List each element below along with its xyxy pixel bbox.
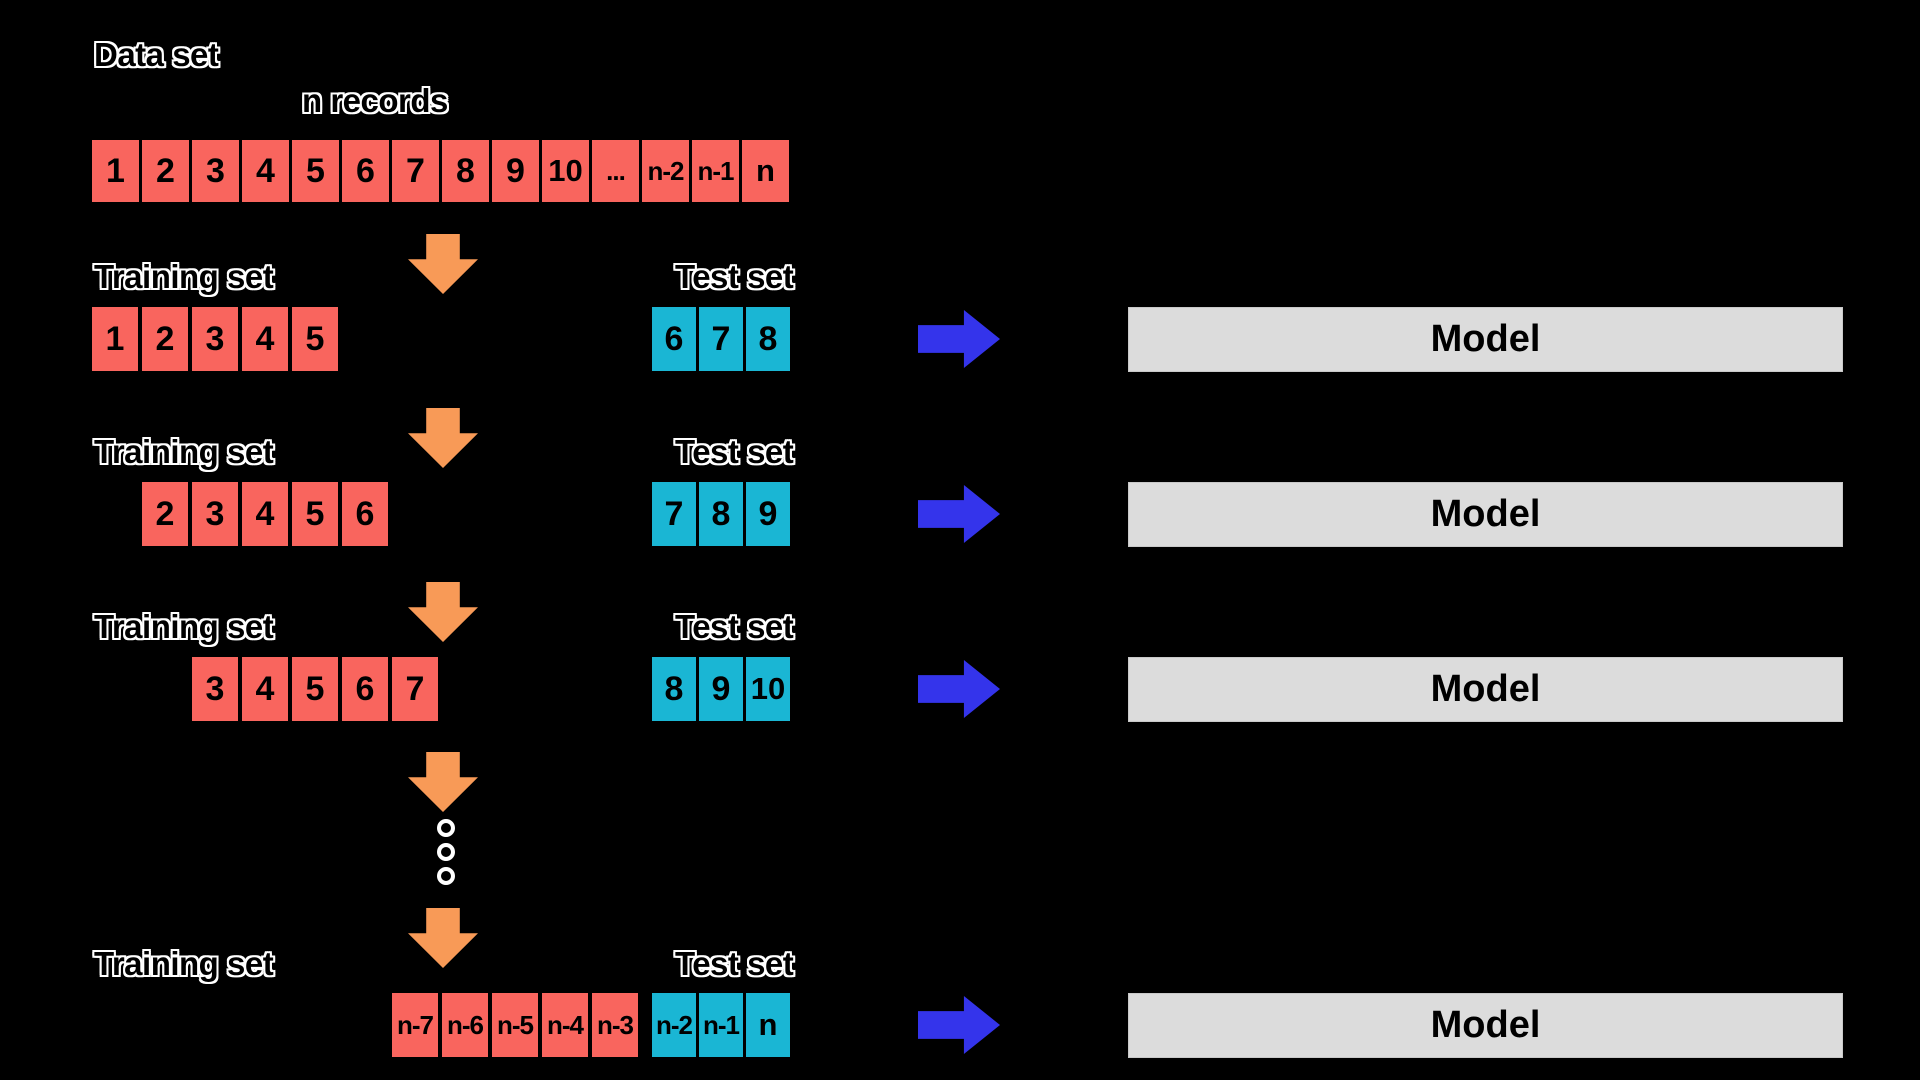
training-cell: 4 (242, 657, 288, 721)
test-cell: 8 (746, 307, 790, 371)
model-box: Model (1128, 657, 1843, 722)
training-cell: 5 (292, 657, 338, 721)
training-set-label: Training set (94, 258, 274, 295)
training-cell: 4 (242, 482, 288, 546)
training-cell: 6 (342, 482, 388, 546)
test-row: 8 9 10 (652, 657, 793, 721)
test-row: 6 7 8 (652, 307, 793, 371)
data-set-label: Data set (94, 36, 219, 73)
test-cell: 9 (746, 482, 790, 546)
test-cell: 8 (699, 482, 743, 546)
training-cell: 2 (142, 307, 188, 371)
test-cell: n-2 (652, 993, 696, 1057)
training-cell: 1 (92, 307, 138, 371)
training-cell: 4 (242, 307, 288, 371)
training-cell: n-4 (542, 993, 588, 1057)
dataset-cell: 10 (542, 140, 589, 202)
dataset-cell-ellipsis: ... (592, 140, 639, 202)
dataset-cell: 9 (492, 140, 539, 202)
training-cell: 3 (192, 307, 238, 371)
test-set-label: Test set (675, 258, 794, 295)
test-set-label: Test set (675, 945, 794, 982)
training-cell: 5 (292, 307, 338, 371)
continuation-dot (437, 843, 455, 861)
training-cell: 3 (192, 657, 238, 721)
training-cell: n-6 (442, 993, 488, 1057)
training-cell: 7 (392, 657, 438, 721)
test-cell: 6 (652, 307, 696, 371)
dataset-cell: 4 (242, 140, 289, 202)
test-cell: n-1 (699, 993, 743, 1057)
training-set-label: Training set (94, 433, 274, 470)
right-arrow-icon (918, 996, 1000, 1054)
dataset-cell: 3 (192, 140, 239, 202)
down-arrow-icon (408, 234, 478, 294)
training-row: n-7 n-6 n-5 n-4 n-3 (392, 993, 642, 1057)
test-cell: 9 (699, 657, 743, 721)
training-cell: n-5 (492, 993, 538, 1057)
continuation-dot (437, 867, 455, 885)
training-set-label: Training set (94, 945, 274, 982)
n-records-label: n records (302, 82, 448, 119)
training-row: 3 4 5 6 7 (192, 657, 442, 721)
test-set-label: Test set (675, 433, 794, 470)
dataset-cell: 8 (442, 140, 489, 202)
right-arrow-icon (918, 485, 1000, 543)
training-cell: 3 (192, 482, 238, 546)
model-box: Model (1128, 482, 1843, 547)
dataset-cell: 7 (392, 140, 439, 202)
down-arrow-icon (408, 582, 478, 642)
test-cell: 7 (652, 482, 696, 546)
test-cell: 7 (699, 307, 743, 371)
training-cell: n-7 (392, 993, 438, 1057)
dataset-cell: n (742, 140, 789, 202)
training-cell: 6 (342, 657, 388, 721)
model-box: Model (1128, 307, 1843, 372)
test-cell: 10 (746, 657, 790, 721)
dataset-cell: 5 (292, 140, 339, 202)
down-arrow-icon (408, 908, 478, 968)
training-cell: n-3 (592, 993, 638, 1057)
test-row: n-2 n-1 n (652, 993, 793, 1057)
test-set-label: Test set (675, 608, 794, 645)
test-cell: n (746, 993, 790, 1057)
dataset-cell: 2 (142, 140, 189, 202)
dataset-row: 1 2 3 4 5 6 7 8 9 10 ... n-2 n-1 n (92, 140, 792, 202)
dataset-cell: 6 (342, 140, 389, 202)
training-cell: 2 (142, 482, 188, 546)
training-set-label: Training set (94, 608, 274, 645)
model-box: Model (1128, 993, 1843, 1058)
right-arrow-icon (918, 310, 1000, 368)
test-row: 7 8 9 (652, 482, 793, 546)
training-row: 2 3 4 5 6 (142, 482, 392, 546)
down-arrow-icon (408, 752, 478, 812)
test-cell: 8 (652, 657, 696, 721)
continuation-dot (437, 819, 455, 837)
dataset-cell: 1 (92, 140, 139, 202)
training-cell: 5 (292, 482, 338, 546)
dataset-cell: n-2 (642, 140, 689, 202)
dataset-cell: n-1 (692, 140, 739, 202)
right-arrow-icon (918, 660, 1000, 718)
training-row: 1 2 3 4 5 (92, 307, 342, 371)
down-arrow-icon (408, 408, 478, 468)
